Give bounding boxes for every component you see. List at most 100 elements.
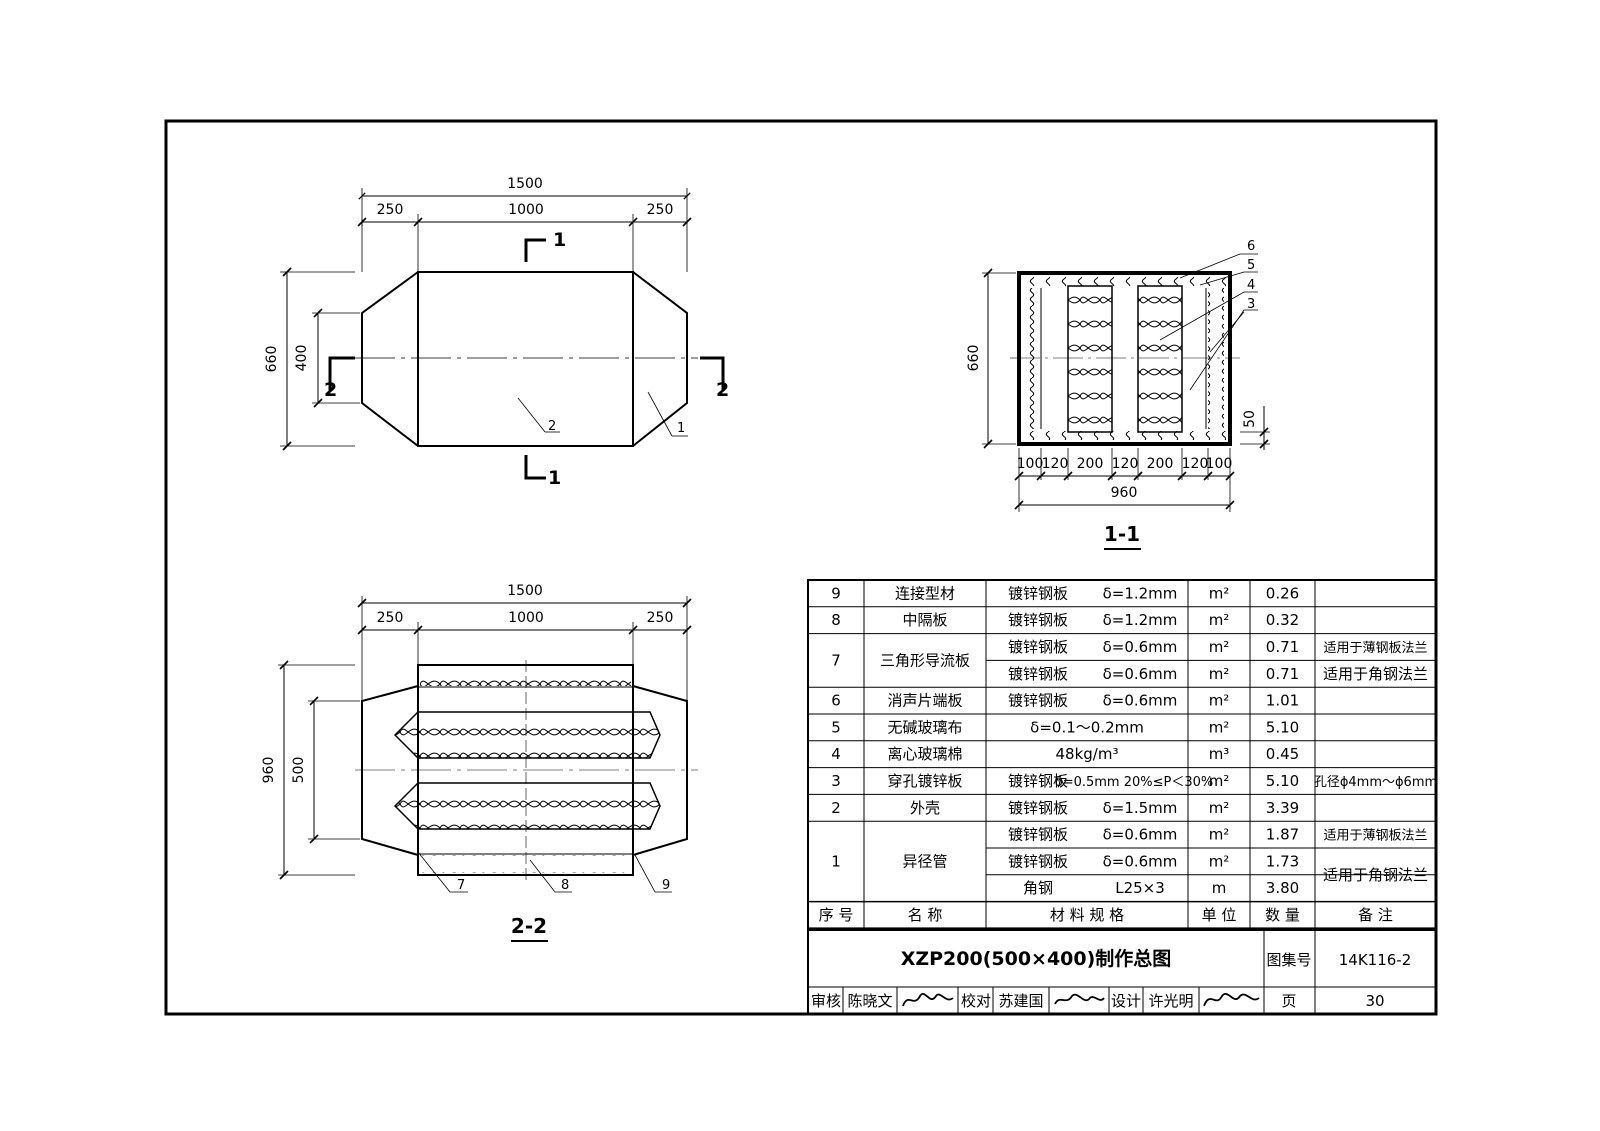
review-label: 审核 bbox=[811, 992, 841, 1010]
page-number: 30 bbox=[1365, 992, 1384, 1010]
s11-dim-b2: 120 bbox=[1042, 456, 1069, 472]
bom-material: 镀锌钢板 bbox=[1008, 852, 1068, 870]
bom-name: 中隔板 bbox=[902, 611, 947, 629]
bom-qty: 0.32 bbox=[1266, 611, 1299, 629]
bom-spec: δ=0.6mm bbox=[1103, 638, 1178, 656]
bom-qty: 1.01 bbox=[1266, 692, 1299, 710]
s22-dim-left: 250 bbox=[377, 610, 404, 626]
bom-name: 连接型材 bbox=[895, 584, 955, 602]
elev-body bbox=[417, 271, 634, 447]
s11-baffle-1 bbox=[1067, 285, 1113, 433]
designer-name: 许光明 bbox=[1148, 992, 1193, 1010]
bom-spec: δ=0.5mm 20%≤P＜30% bbox=[1055, 775, 1214, 790]
s11-dim-b4: 120 bbox=[1112, 456, 1139, 472]
elev-cut-top: 1 bbox=[553, 229, 566, 251]
bom-material: 镀锌钢板 bbox=[1008, 772, 1068, 790]
bom-material: 镀锌钢板 bbox=[1008, 584, 1068, 602]
check-label: 校对 bbox=[961, 992, 991, 1010]
bom-name: 消声片端板 bbox=[887, 692, 962, 710]
bom-header-no: 序 号 bbox=[819, 906, 854, 924]
bom-name: 离心玻璃棉 bbox=[887, 745, 962, 763]
bom-note: 适用于薄钢板法兰 bbox=[1323, 829, 1427, 844]
bom-spec: δ=0.6mm bbox=[1103, 692, 1178, 710]
elev-side-cut-left: 2 bbox=[324, 379, 337, 401]
s11-dim-total: 960 bbox=[1111, 485, 1138, 501]
s22-baffle-1 bbox=[393, 711, 661, 759]
s22-dim-inner: 500 bbox=[291, 757, 307, 784]
s22-baffle-2 bbox=[393, 782, 661, 830]
s11-dim-b1: 100 bbox=[1017, 456, 1044, 472]
drawing-title: XZP200(500×400)制作总图 bbox=[901, 947, 1172, 970]
bom-name: 无碱玻璃布 bbox=[887, 718, 962, 736]
checker-signature bbox=[1054, 993, 1105, 1005]
bom-material: 镀锌钢板 bbox=[1008, 799, 1068, 817]
bom-name: 穿孔镀锌板 bbox=[887, 772, 962, 790]
title-block: XZP200(500×400)制作总图 图集号 14K116-2 审核 陈晓文 … bbox=[807, 929, 1437, 1015]
bom-material: 镀锌钢板 bbox=[1008, 638, 1068, 656]
bom-no: 1 bbox=[831, 852, 841, 870]
bom-spec: δ=1.5mm bbox=[1103, 799, 1178, 817]
s11-dim-b5: 200 bbox=[1147, 456, 1174, 472]
bom-spec: δ=0.1～0.2mm bbox=[1030, 718, 1144, 736]
bom-note: 孔径ϕ4mm～ϕ6mm bbox=[1314, 775, 1437, 790]
s22-callout-9: 9 bbox=[662, 878, 670, 893]
reviewer-name: 陈晓文 bbox=[847, 992, 892, 1010]
s11-dim-b7: 100 bbox=[1206, 456, 1233, 472]
bom-header-material: 材 料 规 格 bbox=[1050, 906, 1124, 924]
bom-spec: 48kg/m³ bbox=[1056, 745, 1119, 763]
bom-note: 适用于角钢法兰 bbox=[1323, 665, 1428, 683]
bom-qty: 0.26 bbox=[1266, 584, 1299, 602]
s11-side-wool-left bbox=[1023, 288, 1039, 429]
s11-callout-3: 3 bbox=[1247, 297, 1255, 312]
reviewer-signature bbox=[902, 993, 954, 1007]
bom-qty: 1.87 bbox=[1266, 826, 1299, 844]
bom-spec: δ=0.6mm bbox=[1103, 852, 1178, 870]
elev-reducer-right bbox=[632, 271, 688, 447]
bom-note: 适用于角钢法兰 bbox=[1323, 866, 1428, 884]
bom-qty: 5.10 bbox=[1266, 718, 1299, 736]
s11-dim-b6: 120 bbox=[1182, 456, 1209, 472]
bom-unit: m² bbox=[1209, 665, 1230, 683]
page-label: 页 bbox=[1281, 992, 1296, 1010]
s22-callout-7: 7 bbox=[457, 878, 465, 893]
s11-dim-b3: 200 bbox=[1077, 456, 1104, 472]
atlas-label: 图集号 bbox=[1266, 951, 1311, 969]
bom-name: 异径管 bbox=[902, 852, 947, 870]
s22-dim-height: 960 bbox=[261, 757, 277, 784]
bom-no: 4 bbox=[831, 745, 841, 763]
bom-no: 2 bbox=[831, 799, 841, 817]
elev-reducer-left bbox=[361, 271, 419, 447]
bom-note: 适用于薄钢板法兰 bbox=[1323, 641, 1427, 656]
bom-qty: 3.80 bbox=[1266, 879, 1299, 897]
bom-material: 镀锌钢板 bbox=[1008, 826, 1068, 844]
s22-reducer-right bbox=[632, 685, 688, 856]
bom-qty: 0.71 bbox=[1266, 665, 1299, 683]
bom-unit: m² bbox=[1209, 611, 1230, 629]
bom-qty: 5.10 bbox=[1266, 772, 1299, 790]
s22-wool-top bbox=[420, 667, 631, 686]
bom-qty: 0.45 bbox=[1266, 745, 1299, 763]
bom-unit: m² bbox=[1209, 584, 1230, 602]
bom-header-note: 备 注 bbox=[1358, 906, 1393, 924]
s11-shell bbox=[1017, 271, 1232, 446]
bom-header-qty: 数 量 bbox=[1265, 906, 1300, 924]
bom-unit: m² bbox=[1209, 852, 1230, 870]
design-label: 设计 bbox=[1111, 992, 1141, 1010]
elev-callout-body: 2 bbox=[548, 419, 556, 434]
s11-callout-5: 5 bbox=[1247, 258, 1255, 273]
bom-unit: m² bbox=[1209, 718, 1230, 736]
bom-no: 3 bbox=[831, 772, 841, 790]
bom-spec: L25×3 bbox=[1115, 879, 1165, 897]
s22-dim-total: 1500 bbox=[507, 583, 543, 599]
bom-unit: m² bbox=[1209, 692, 1230, 710]
bom-unit: m³ bbox=[1209, 745, 1230, 763]
bom-material: 镀锌钢板 bbox=[1008, 611, 1068, 629]
bom-name: 三角形导流板 bbox=[880, 651, 970, 669]
bom-unit: m² bbox=[1209, 826, 1230, 844]
bom-no: 7 bbox=[831, 651, 841, 669]
elev-dim-mid: 1000 bbox=[508, 202, 544, 218]
bom-material: 角钢 bbox=[1023, 879, 1053, 897]
bom-unit: m² bbox=[1209, 638, 1230, 656]
bom-spec: δ=0.6mm bbox=[1103, 826, 1178, 844]
bom-no: 5 bbox=[831, 718, 841, 736]
